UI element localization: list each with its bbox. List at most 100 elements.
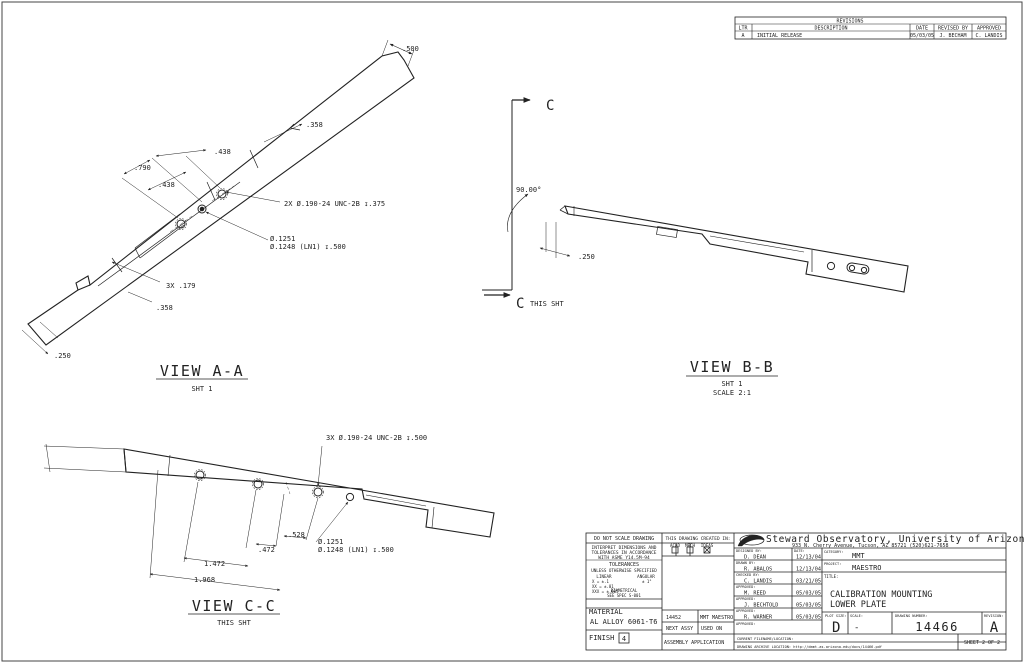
- tb-tolerances: TOLERANCES: [609, 562, 639, 568]
- view-bb-slot: [846, 262, 870, 275]
- rev-row-description: INITIAL RELEASE: [757, 33, 802, 39]
- view-aa-title: VIEW A-A: [160, 362, 244, 380]
- tb-finish: 4: [622, 635, 626, 643]
- tb-organization: Steward Observatory, University of Arizo…: [766, 534, 1024, 545]
- tb-row-0-name: D. DEAN: [744, 555, 766, 561]
- tb-tol-xxx: XXX = ±.005: [592, 589, 619, 594]
- revisions-title: REVISIONS: [836, 19, 863, 25]
- view-aa-sheet: SHT 1: [191, 385, 212, 393]
- dim-cc-1968: 1.968: [194, 576, 215, 584]
- tb-row-0-date: 12/13/04: [796, 555, 821, 561]
- tb-title-1: CALIBRATION MOUNTING: [830, 590, 932, 600]
- tb-linear: LINEAR: [596, 574, 612, 579]
- view-aa-caption: VIEW A-A SHT 1: [156, 362, 248, 393]
- dim-cc-1472: 1.472: [204, 560, 225, 568]
- rev-header-ltr: LTR: [738, 26, 748, 32]
- view-cc-sheet: THIS SHT: [217, 619, 252, 627]
- tb-category: MMT: [852, 552, 865, 560]
- view-bb: [482, 97, 909, 298]
- tb-row-3-label: APPROVED:: [736, 585, 755, 589]
- tb-row-1-date: 12/13/04: [796, 567, 821, 573]
- tb-tol-xx: XX = ±.01: [592, 584, 614, 589]
- note-cc-tapped-holes: 3X Ø.190-24 UNC-2B ↧.500: [326, 434, 427, 442]
- tb-scale: -: [854, 623, 859, 633]
- tb-tol-x: X = ±.1: [592, 579, 609, 584]
- view-bb-plate-outline: [564, 205, 909, 293]
- tb-row-1-label: DRAWN BY:: [736, 561, 755, 565]
- dim-aa-179: 3X .179: [166, 282, 196, 290]
- tb-row-5-label: APPROVED:: [736, 609, 755, 613]
- tb-row-4-name: J. BECHTOLD: [744, 603, 778, 609]
- rev-header-date: DATE: [916, 26, 928, 32]
- tb-used-on: USED ON: [701, 626, 722, 632]
- tb-see-spec: SEE SPEC S-001: [607, 593, 641, 598]
- tb-plot-size-label: PLOT SIZE:: [825, 614, 847, 618]
- view-bb-labels: C C THIS SHT 90.00° .250 VIEW B-B SHT 1 …: [516, 98, 778, 397]
- view-cc-plate-outline: [123, 448, 495, 538]
- tb-row-3-name: M. REED: [744, 591, 766, 597]
- tb-project-label: PROJECT:: [824, 562, 841, 566]
- tb-row-6-label: APPROVED:: [736, 622, 755, 626]
- view-cc-caption: VIEW C-C THIS SHT: [188, 597, 280, 627]
- tb-material: AL ALLOY 6061-T6: [590, 618, 657, 626]
- dim-aa-790: .790: [134, 164, 151, 172]
- section-label-c-top: C: [546, 98, 554, 114]
- tb-created-in: THIS DRAWING CREATED IN:: [665, 536, 730, 542]
- note-cc-ream-1: Ø.1251: [318, 538, 343, 546]
- tb-part-no: 14452: [666, 615, 681, 621]
- tb-project: MAESTRO: [852, 564, 882, 572]
- view-bb-title: VIEW B-B: [690, 358, 774, 376]
- tb-sheet: SHEET 2 OF 2: [964, 640, 1000, 646]
- rev-row-approved: C. LANDIS: [975, 33, 1002, 39]
- tb-next-assy: NEXT ASSY: [666, 626, 693, 632]
- tb-finish-label: FINISH: [589, 634, 614, 642]
- view-aa-hole-1: [197, 204, 207, 214]
- note-cc-ream-2: Ø.1248 (LN1) ↧.500: [318, 546, 394, 554]
- tb-title-2: LOWER PLATE: [830, 600, 886, 610]
- note-aa-ream-1: Ø.1251: [270, 235, 295, 243]
- tb-row-1-name: R. ABALOS: [744, 567, 772, 573]
- dim-aa-358-top: .358: [306, 121, 323, 129]
- tb-row-0-label: DESIGNED BY:: [736, 549, 762, 553]
- tb-archive-file: DRAWING ARCHIVE LOCATION: http://dmmt.as…: [737, 645, 882, 649]
- section-this-sht: THIS SHT: [530, 300, 565, 308]
- tb-diametral: DIAMETRICAL: [611, 588, 638, 593]
- view-bb-hole: [826, 261, 836, 271]
- tb-row-5-date: 05/03/05: [796, 615, 821, 621]
- view-cc-title: VIEW C-C: [192, 597, 276, 615]
- dim-cc-528: .528: [288, 531, 305, 539]
- tb-drawing-number-label: DRAWING NUMBER:: [895, 614, 927, 618]
- tb-scale-label: SCALE:: [850, 614, 863, 618]
- note-aa-tapped-holes: 2X Ø.190-24 UNC-2B ↧.375: [284, 200, 385, 208]
- rev-row-revised-by: J. BECHAM: [939, 33, 966, 39]
- rev-row-ltr: A: [741, 33, 744, 39]
- rev-header-description: DESCRIPTION: [814, 26, 847, 32]
- view-bb-scale: SCALE 2:1: [713, 389, 751, 397]
- dim-aa-358-bottom: .358: [156, 304, 173, 312]
- rev-header-revised-by: REVISED BY: [938, 26, 968, 32]
- view-aa: [21, 39, 415, 355]
- observatory-logo-icon: [737, 535, 765, 547]
- tb-acad: ACAD: [670, 543, 681, 548]
- tb-category-label: CATEGORY:: [824, 550, 843, 554]
- tb-row-2-name: C. LANDIS: [744, 579, 772, 585]
- tb-revision: A: [990, 620, 999, 636]
- view-cc-hole-4: [345, 492, 355, 502]
- view-aa-dimensions: .500 .358 .438 .790 .438 2X Ø.190-24 UNC…: [54, 45, 419, 360]
- rev-row-date: 05/03/05: [910, 33, 934, 39]
- tb-mech: MECH: [685, 543, 696, 548]
- tb-row-5-name: R. WARNER: [744, 615, 773, 621]
- tb-interpret-2: TOLERANCES IN ACCORDANCE: [591, 550, 656, 556]
- view-cc-hole-3: [313, 487, 323, 497]
- rev-header-approved: APPROVED: [977, 26, 1001, 32]
- tb-interpret-1: INTERPRET DIMENSIONS AND: [591, 545, 656, 551]
- view-bb-sheet: SHT 1: [721, 380, 742, 388]
- tb-current-file: CURRENT FILENAME/LOCATION:: [737, 637, 793, 641]
- tb-interpret-3: WITH ASME Y14.5M-94: [598, 555, 650, 561]
- section-label-c-bottom: C: [516, 296, 524, 312]
- title-block-text: DO NOT SCALE DRAWING INTERPRET DIMENSION…: [589, 534, 1024, 649]
- dim-bb-250: .250: [578, 253, 595, 261]
- tb-next-assy-value: MMT MAESTRO: [700, 615, 733, 621]
- tb-do-not-scale: DO NOT SCALE DRAWING: [594, 536, 654, 542]
- tb-row-4-date: 05/03/05: [796, 603, 821, 609]
